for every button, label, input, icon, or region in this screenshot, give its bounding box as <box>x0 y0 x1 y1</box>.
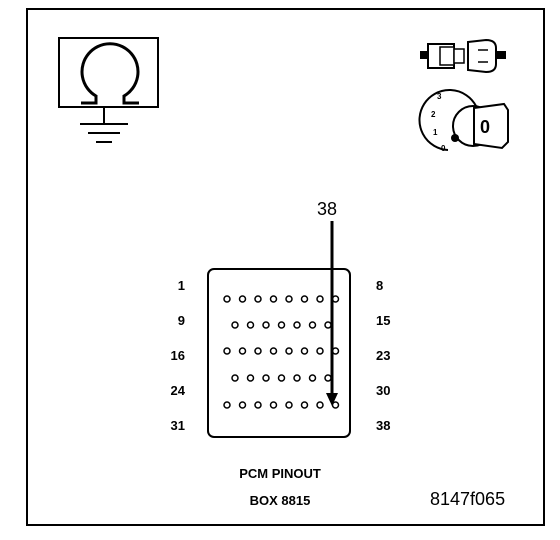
ignition-key-icon: 0 3 2 1 0 <box>418 89 509 153</box>
callout-pin-label: 38 <box>317 199 338 219</box>
pin-hole <box>293 321 301 329</box>
pin-hole <box>246 374 255 382</box>
ignition-position-3: 3 <box>437 92 442 101</box>
ignition-key-label: 0 <box>480 117 490 137</box>
pin-hole <box>316 347 324 355</box>
pin-hole <box>331 401 340 409</box>
pin-hole <box>293 374 301 382</box>
pin-hole <box>316 295 324 303</box>
figure-id: 8147f065 <box>430 489 506 509</box>
pin-hole <box>269 295 278 303</box>
pin-hole <box>254 295 262 303</box>
caption-title: PCM PINOUT <box>239 466 321 481</box>
row-label-right: 30 <box>376 383 391 398</box>
pin-hole <box>223 347 231 355</box>
pin-hole <box>223 295 231 303</box>
pin-hole <box>308 321 317 329</box>
pin-hole <box>324 374 332 382</box>
pin-hole <box>262 321 270 329</box>
row-label-left: 9 <box>177 313 185 328</box>
row-label-right: 23 <box>376 348 391 363</box>
pin-hole <box>246 321 255 329</box>
pin-hole <box>324 321 332 329</box>
pin-hole <box>262 374 270 382</box>
diagram-border <box>26 8 545 526</box>
ignition-position-2: 2 <box>431 110 436 119</box>
pin-hole <box>231 374 239 382</box>
row-label-right: 38 <box>376 418 391 433</box>
connector-disconnected-icon <box>420 38 506 74</box>
ignition-position-0: 0 <box>441 144 446 153</box>
row-label-left: 31 <box>170 418 185 433</box>
probe-arrow <box>326 221 338 406</box>
pin-hole <box>254 347 262 355</box>
pin-hole <box>285 347 293 355</box>
row-label-right: 15 <box>376 313 391 328</box>
pin-hole <box>223 401 231 409</box>
pin-hole <box>231 321 239 329</box>
pin-hole <box>316 401 324 409</box>
pin-hole <box>238 295 247 303</box>
pin-hole <box>285 401 293 409</box>
row-label-left: 16 <box>170 348 185 363</box>
connector-pins <box>223 295 340 409</box>
pin-hole <box>277 374 286 382</box>
pin-hole <box>300 347 309 355</box>
pin-hole <box>269 347 278 355</box>
pin-hole <box>238 401 247 409</box>
ignition-position-1: 1 <box>433 128 438 137</box>
pin-hole <box>285 295 293 303</box>
pin-hole <box>238 347 247 355</box>
row-label-right: 8 <box>376 278 384 293</box>
row-label-left: 24 <box>170 383 185 398</box>
pin-hole <box>269 401 278 409</box>
pcm-connector-body <box>207 268 351 438</box>
pin-hole <box>300 295 309 303</box>
pin-hole <box>300 401 309 409</box>
row-label-left: 1 <box>177 278 185 293</box>
pin-hole <box>308 374 317 382</box>
pin-hole <box>277 321 286 329</box>
ohmmeter-ground-icon <box>58 37 159 143</box>
caption-box: BOX 8815 <box>249 493 311 508</box>
pin-hole <box>254 401 262 409</box>
